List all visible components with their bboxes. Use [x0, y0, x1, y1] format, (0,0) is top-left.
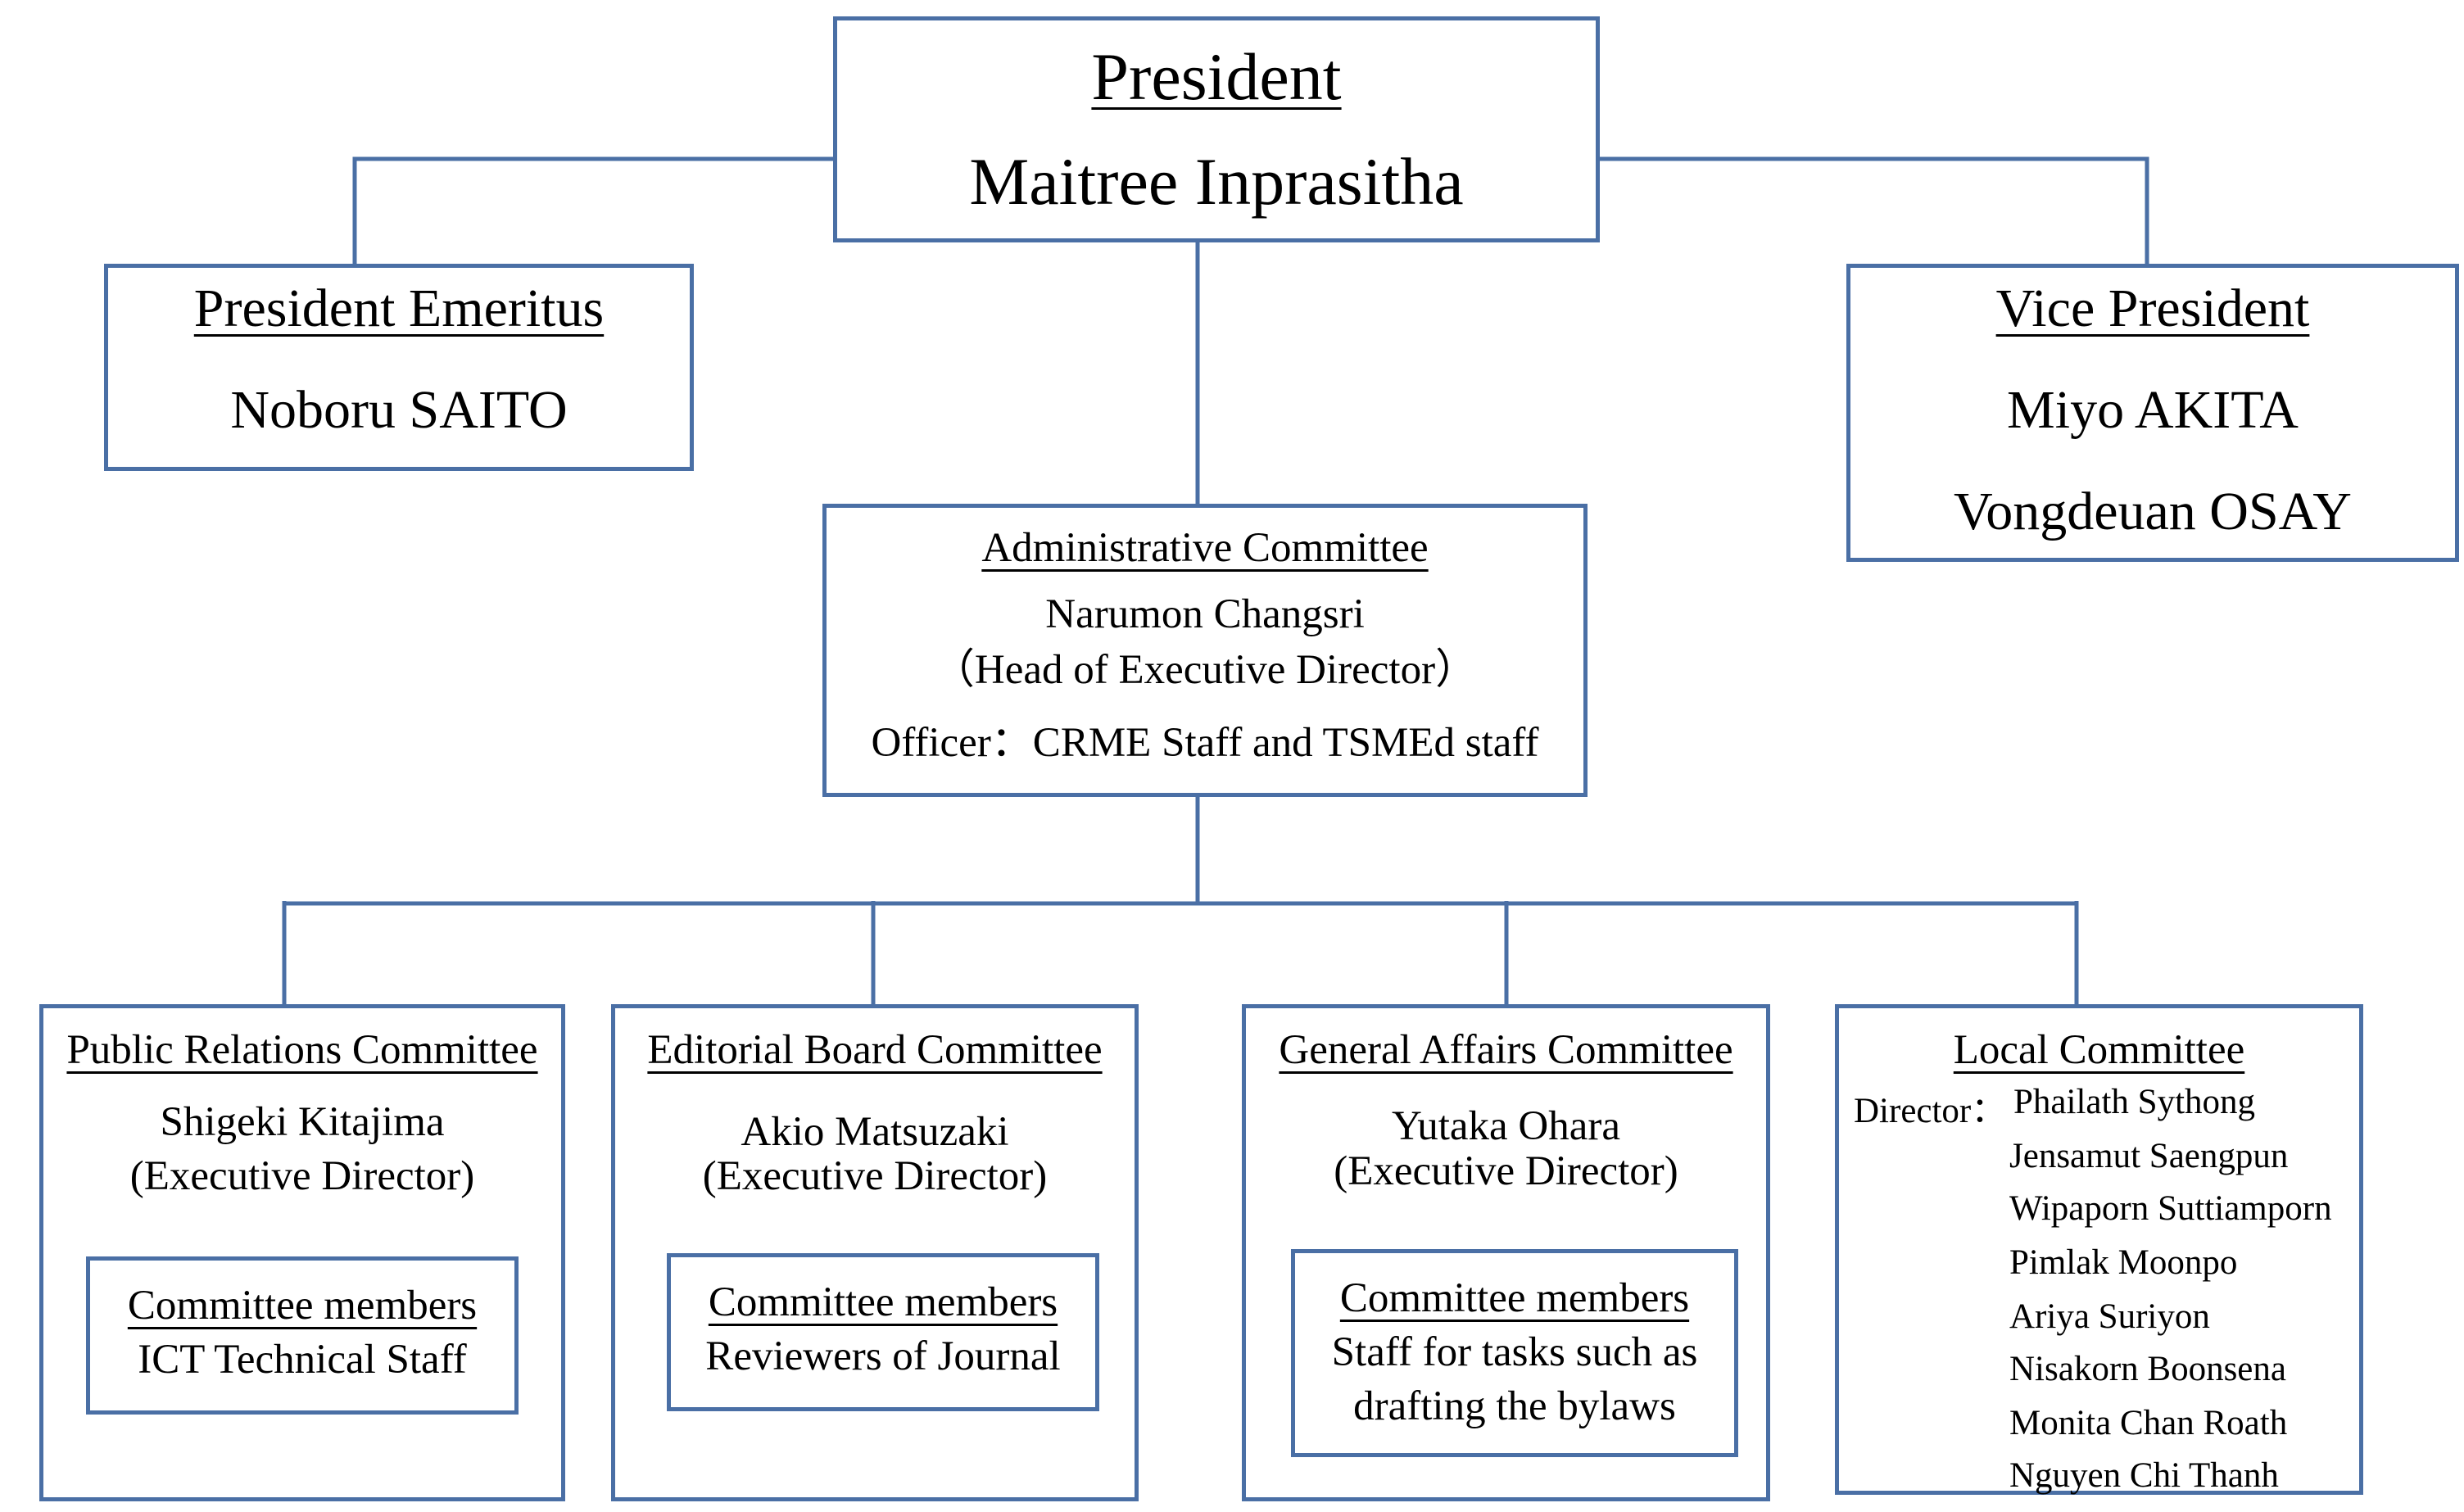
general-affairs-committee-title: General Affairs Committee [1279, 1027, 1733, 1073]
public-relations-members-box: Committee members ICT Technical Staff [86, 1256, 519, 1415]
editorial-board-committee-title: Editorial Board Committee [647, 1027, 1103, 1073]
local-committee-director: Nisakorn Boonsena [2009, 1350, 2286, 1388]
connector-president-emeritus [352, 156, 833, 264]
general-affairs-members-box: Committee members Staff for tasks such a… [1291, 1249, 1738, 1457]
local-committee-director: Jensamut Saengpun [2009, 1137, 2289, 1175]
president-emeritus-title: President Emeritus [193, 278, 605, 338]
editorial-board-committee-box: Editorial Board Committee Akio Matsuzaki… [611, 1004, 1139, 1501]
local-committee-director: Monita Chan Roath [2009, 1404, 2288, 1442]
local-committee-title: Local Committee [1953, 1027, 2245, 1073]
public-relations-committee-title: Public Relations Committee [66, 1027, 538, 1073]
local-committee-director: Nguyen Chi Thanh [2009, 1456, 2279, 1495]
editorial-board-members-title: Committee members [708, 1279, 1058, 1325]
administrative-committee-officer: Officer：CRME Staff and TSMEd staff [871, 720, 1539, 766]
administrative-committee-head-name: Narumon Changsri [1045, 591, 1365, 637]
editorial-board-member: Reviewers of Journal [705, 1333, 1061, 1379]
local-committee-director: Wipaporn Suttiamporn [2009, 1189, 2332, 1228]
public-relations-director-role: (Executive Director) [129, 1153, 475, 1199]
connector-president-vice [1600, 156, 2149, 264]
president-emeritus-name: Noboru SAITO [230, 380, 568, 440]
president-emeritus-box: President Emeritus Noboru SAITO [104, 264, 694, 471]
editorial-board-director: Akio Matsuzaki [741, 1109, 1009, 1155]
vice-president-name-1: Miyo AKITA [2007, 380, 2299, 440]
general-affairs-members-title: Committee members [1339, 1275, 1690, 1321]
local-committee-director: Pimlak Moonpo [2009, 1243, 2238, 1282]
public-relations-members-title: Committee members [127, 1283, 478, 1329]
general-affairs-director-role: (Executive Director) [1334, 1148, 1678, 1194]
vice-president-box: Vice President Miyo AKITA Vongdeuan OSAY [1846, 264, 2459, 562]
vice-president-name-2: Vongdeuan OSAY [1954, 482, 2352, 541]
administrative-committee-box: Administrative Committee Narumon Changsr… [822, 504, 1588, 797]
local-committee-director: Ariya Suriyon [2009, 1297, 2210, 1336]
public-relations-committee-box: Public Relations Committee Shigeki Kitaj… [39, 1004, 565, 1501]
general-affairs-member-line-1: Staff for tasks such as [1331, 1329, 1698, 1375]
public-relations-member: ICT Technical Staff [138, 1337, 467, 1383]
general-affairs-committee-box: General Affairs Committee Yutaka Ohara (… [1242, 1004, 1770, 1501]
public-relations-director: Shigeki Kitajima [160, 1099, 445, 1145]
vice-president-title: Vice President [1995, 278, 2310, 338]
president-box: President Maitree Inprasitha [833, 16, 1600, 242]
local-committee-director-label: Director： [1854, 1092, 2007, 1130]
editorial-board-director-role: (Executive Director) [702, 1153, 1048, 1199]
president-name: Maitree Inprasitha [969, 144, 1464, 219]
administrative-committee-title: Administrative Committee [981, 525, 1429, 571]
editorial-board-members-box: Committee members Reviewers of Journal [667, 1253, 1099, 1411]
general-affairs-member-line-2: drafting the bylaws [1353, 1383, 1676, 1429]
local-committee-box: Local Committee Director： Phailath Sytho… [1835, 1004, 2363, 1495]
local-committee-director: Phailath Sythong [2013, 1083, 2256, 1121]
administrative-committee-head-role: （Head of Executive Director） [932, 647, 1478, 693]
general-affairs-director: Yutaka Ohara [1392, 1103, 1620, 1149]
president-title: President [1091, 39, 1342, 114]
